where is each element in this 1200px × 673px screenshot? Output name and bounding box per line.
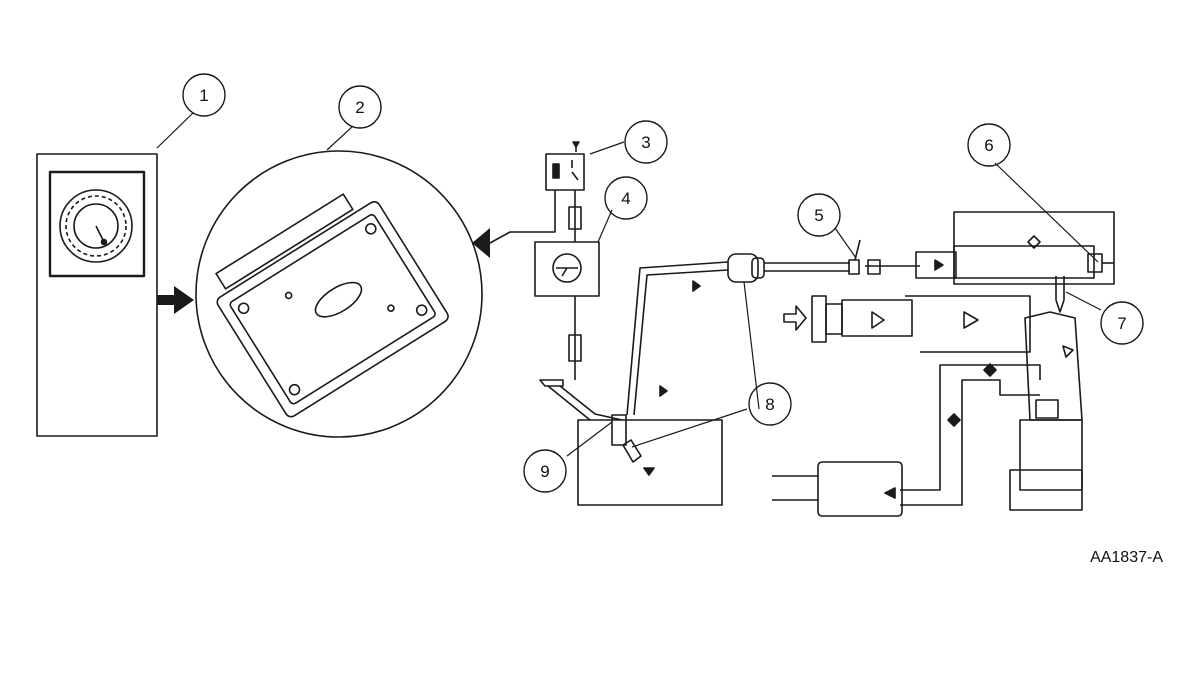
instrument-cluster-panel bbox=[36, 153, 158, 437]
fuse-lower bbox=[568, 334, 582, 362]
powertrain-control-module bbox=[195, 150, 483, 438]
fuel-line-supply bbox=[626, 261, 729, 416]
callout-6: 6 bbox=[984, 136, 993, 155]
callout-4: 4 bbox=[621, 189, 630, 208]
fuse-upper bbox=[568, 206, 582, 230]
figure-id: AA1837-A bbox=[1090, 549, 1163, 566]
callout-9: 9 bbox=[540, 462, 549, 481]
callout-5: 5 bbox=[814, 206, 823, 225]
callout-leaders bbox=[156, 112, 1102, 457]
callout-8: 8 bbox=[765, 395, 774, 414]
exhaust-system bbox=[772, 363, 1041, 517]
arrow-cluster-to-module bbox=[157, 286, 194, 314]
inertia-switch bbox=[534, 241, 600, 297]
fuel-filter bbox=[727, 253, 765, 283]
air-intake bbox=[783, 295, 1031, 353]
callout-1: 1 bbox=[199, 86, 208, 105]
pressure-test-port bbox=[848, 239, 957, 279]
fuel-injector bbox=[1055, 276, 1065, 313]
callout-circles bbox=[182, 73, 1144, 493]
callout-3: 3 bbox=[641, 133, 650, 152]
fuel-pump-relay bbox=[545, 141, 585, 191]
callout-2: 2 bbox=[355, 98, 364, 117]
fuel-tank bbox=[539, 379, 723, 506]
wire-module-to-relay bbox=[489, 190, 556, 244]
engine-block bbox=[1009, 311, 1083, 511]
arrow-module-to-relay bbox=[472, 228, 490, 258]
fuel-rail bbox=[953, 211, 1115, 285]
callout-7: 7 bbox=[1117, 314, 1126, 333]
